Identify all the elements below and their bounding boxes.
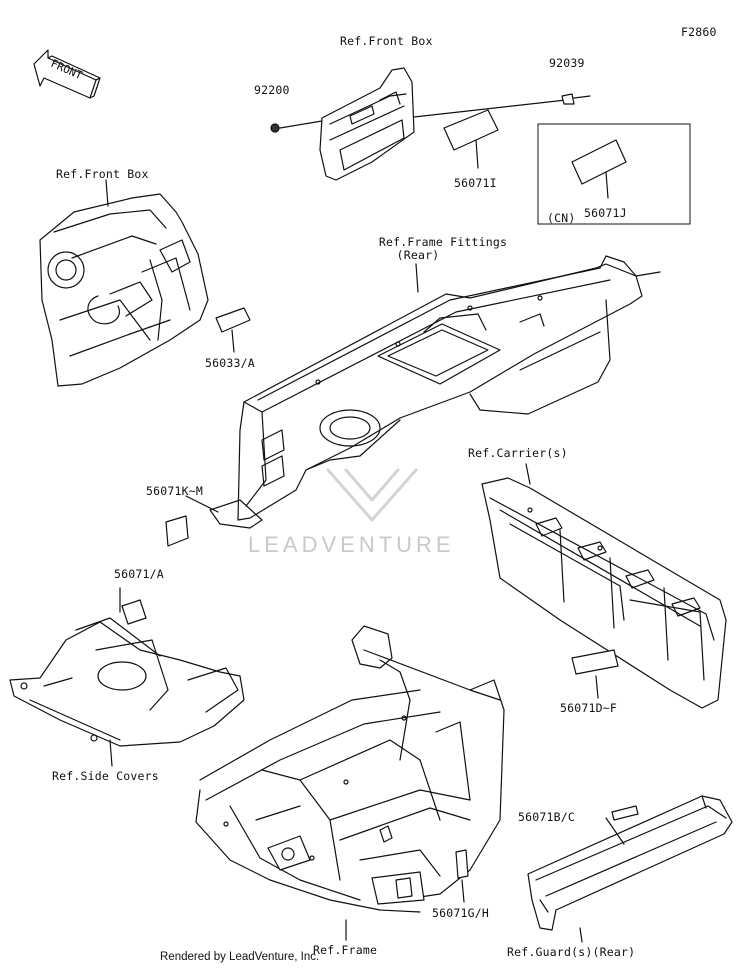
ref-frame-fittings-line1: Ref.Frame Fittings (378, 235, 508, 249)
ref-front-box-left: Ref.Front Box (56, 167, 149, 181)
label-56071A-sticker (121, 599, 147, 625)
watermark: LEADVENTURE (248, 532, 455, 557)
front-arrow-label: FRONT (49, 57, 85, 82)
label-56071DF-sticker (571, 649, 619, 675)
cn-variant-box (537, 123, 691, 225)
ref-side-covers: Ref.Side Covers (52, 769, 159, 783)
label-56071GH-sticker (455, 849, 469, 879)
label-56071J-sticker (571, 139, 627, 185)
rear-guard-part (527, 795, 733, 931)
leader-56071GH (461, 879, 465, 903)
cn-variant-label: (CN) (547, 211, 576, 225)
part-number-56071J: 56071J (584, 206, 627, 220)
part-number-56071GH: 56071G/H (432, 906, 489, 920)
leader-56033A (231, 329, 235, 353)
part-92039-clip (561, 93, 591, 105)
label-56071I-sticker (443, 109, 499, 151)
watermark-logo (326, 468, 418, 522)
label-56071KM-sticker (165, 515, 189, 547)
footer-credit: Rendered by LeadVenture, Inc. (160, 951, 320, 963)
part-number-56071A: 56071/A (114, 567, 164, 581)
frame-part (195, 625, 505, 913)
leader-carrier (525, 463, 531, 485)
ref-carriers: Ref.Carrier(s) (468, 446, 568, 460)
part-92200-nut (270, 123, 280, 133)
leader-front-box-left (105, 179, 109, 207)
leader-56071J (605, 171, 609, 199)
side-cover-part (9, 617, 245, 747)
leader-guards (579, 927, 583, 943)
leader-56071I (475, 139, 479, 169)
front-box-top-part (319, 67, 415, 181)
leader-92039 (413, 99, 567, 118)
label-56071BC-sticker (611, 805, 639, 821)
part-number-56071BC: 56071B/C (518, 810, 575, 824)
label-56033A-sticker (215, 307, 251, 333)
part-number-56071KM: 56071K~M (146, 484, 203, 498)
front-arrow-icon (33, 49, 101, 99)
ref-guards: Ref.Guard(s)(Rear) (507, 945, 636, 959)
leader-56071KM (185, 495, 219, 513)
front-box-left-part (39, 193, 209, 387)
part-number-92200: 92200 (254, 83, 290, 97)
leader-56071DF (595, 675, 599, 699)
part-number-56071DF: 56071D~F (560, 701, 617, 715)
figure-code: F2860 (681, 25, 717, 39)
ref-frame-fittings-line2: (Rear) (396, 248, 440, 262)
ref-front-box-top: Ref.Front Box (340, 34, 433, 48)
carrier-part (481, 477, 727, 709)
ref-frame: Ref.Frame (313, 943, 378, 957)
leader-92200 (279, 120, 323, 129)
leader-side-covers (109, 739, 113, 767)
leader-frame-fittings (415, 263, 419, 293)
part-number-92039: 92039 (549, 56, 585, 70)
leader-56071BC (605, 817, 625, 845)
frame-fittings-part (209, 255, 661, 529)
part-number-56033A: 56033/A (205, 356, 255, 370)
part-number-56071I: 56071I (454, 176, 497, 190)
